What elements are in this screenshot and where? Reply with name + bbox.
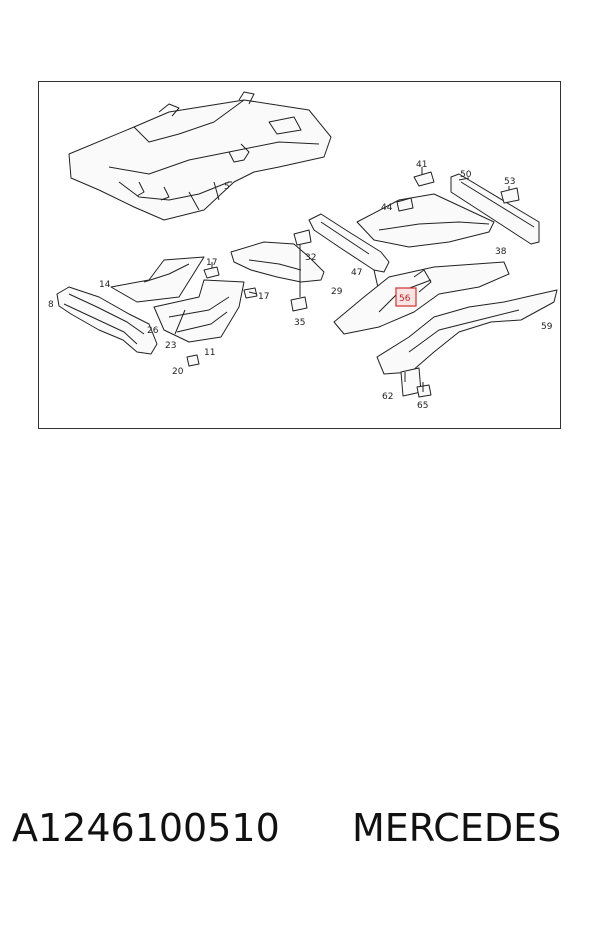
side-member-59 [376, 289, 558, 398]
callout-38: 38 [495, 247, 507, 257]
leader-lines [211, 167, 510, 392]
floor-section-left [110, 256, 245, 343]
callout-62: 62 [382, 392, 393, 402]
callout-17b: 17 [258, 292, 269, 302]
callout-5: 5 [224, 182, 230, 192]
callout-41: 41 [416, 160, 427, 170]
callout-20: 20 [172, 367, 184, 377]
rear-panel-50-53 [450, 173, 540, 245]
floor-panel-29 [230, 241, 325, 283]
callout-35: 35 [294, 318, 305, 328]
callout-44: 44 [381, 203, 393, 213]
callout-26: 26 [147, 326, 159, 336]
callout-65: 65 [417, 401, 428, 411]
highlight-box[interactable] [395, 287, 417, 307]
front-crossmember [56, 286, 158, 355]
callout-32: 32 [305, 253, 316, 263]
brand-name: MERCEDES [352, 806, 562, 850]
floor-pan-assembly [68, 91, 332, 221]
callout-56: 56 [399, 294, 411, 304]
callout-59: 59 [541, 322, 553, 332]
bracket-32-35 [290, 229, 312, 312]
highlighted-callout[interactable]: 56 [395, 287, 417, 307]
longitudinal-rail-47 [308, 213, 390, 293]
footer: A1246100510 MERCEDES [0, 800, 600, 864]
callout-50: 50 [460, 170, 472, 180]
diagram-frame: 5 8 11 14 17 17 20 23 26 29 32 35 38 41 … [38, 81, 561, 429]
callout-29: 29 [331, 287, 343, 297]
callout-53: 53 [504, 177, 515, 187]
callout-labels: 5 8 11 14 17 17 20 23 26 29 32 35 38 41 … [48, 160, 553, 411]
exploded-parts-diagram: 5 8 11 14 17 17 20 23 26 29 32 35 38 41 … [48, 91, 558, 411]
part-number: A1246100510 [12, 806, 280, 850]
callout-47: 47 [351, 268, 362, 278]
rear-floor-38 [356, 171, 495, 248]
callout-17a: 17 [206, 258, 217, 268]
callout-11: 11 [204, 348, 215, 358]
callout-8: 8 [48, 300, 54, 310]
small-brackets [174, 266, 258, 367]
callout-23: 23 [165, 341, 176, 351]
callout-14: 14 [99, 280, 111, 290]
